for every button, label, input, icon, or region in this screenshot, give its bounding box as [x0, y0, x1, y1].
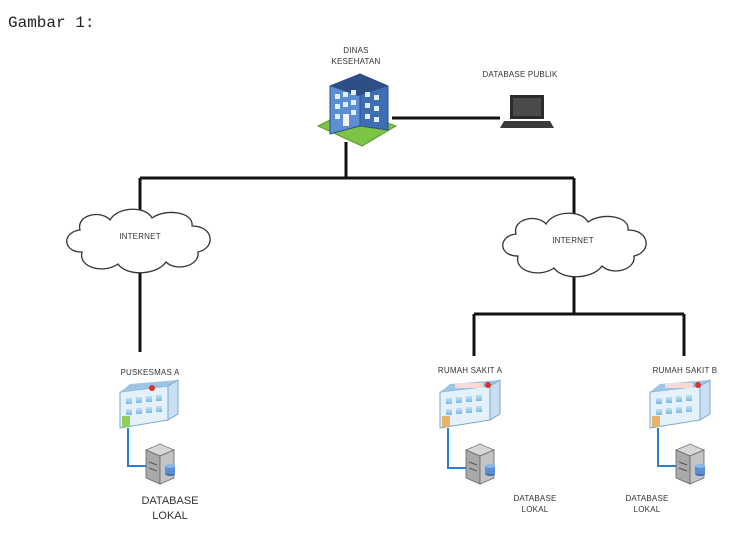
cloud-icon-right	[502, 212, 647, 278]
internet-left-label: INTERNET	[119, 232, 161, 241]
hospital-building-icon-a	[439, 379, 501, 429]
rumah-sakit-b-label: RUMAH SAKIT B	[652, 366, 718, 375]
database-lokal-label-1: DATABASE LOKAL	[141, 495, 199, 522]
cloud-icon-left	[66, 208, 211, 274]
dinas-kesehatan-label: DINAS KESEHATAN	[331, 46, 381, 66]
database-publik-label: DATABASE PUBLIK	[482, 70, 558, 79]
puskesmas-to-db-link	[127, 428, 146, 467]
rumah-sakit-a-label: RUMAH SAKIT A	[437, 366, 503, 375]
internet-right-label: INTERNET	[552, 236, 594, 245]
figure-caption: Gambar 1:	[8, 14, 95, 32]
rs-a-to-db-link	[447, 428, 466, 469]
database-lokal-label-2: DATABASE LOKAL	[513, 494, 557, 514]
local-db-links	[127, 428, 676, 469]
server-icon-2	[464, 443, 496, 485]
puskesmas-a-label: PUSKESMAS A	[120, 368, 180, 377]
server-icon-3	[674, 443, 706, 485]
database-lokal-label-3: DATABASE LOKAL	[625, 494, 669, 514]
office-building-icon	[316, 73, 398, 147]
rs-b-to-db-link	[657, 428, 676, 467]
clinic-building-icon	[119, 379, 179, 429]
hospital-building-icon-b	[649, 379, 711, 429]
server-icon-1	[144, 443, 176, 485]
laptop-icon	[500, 95, 554, 128]
